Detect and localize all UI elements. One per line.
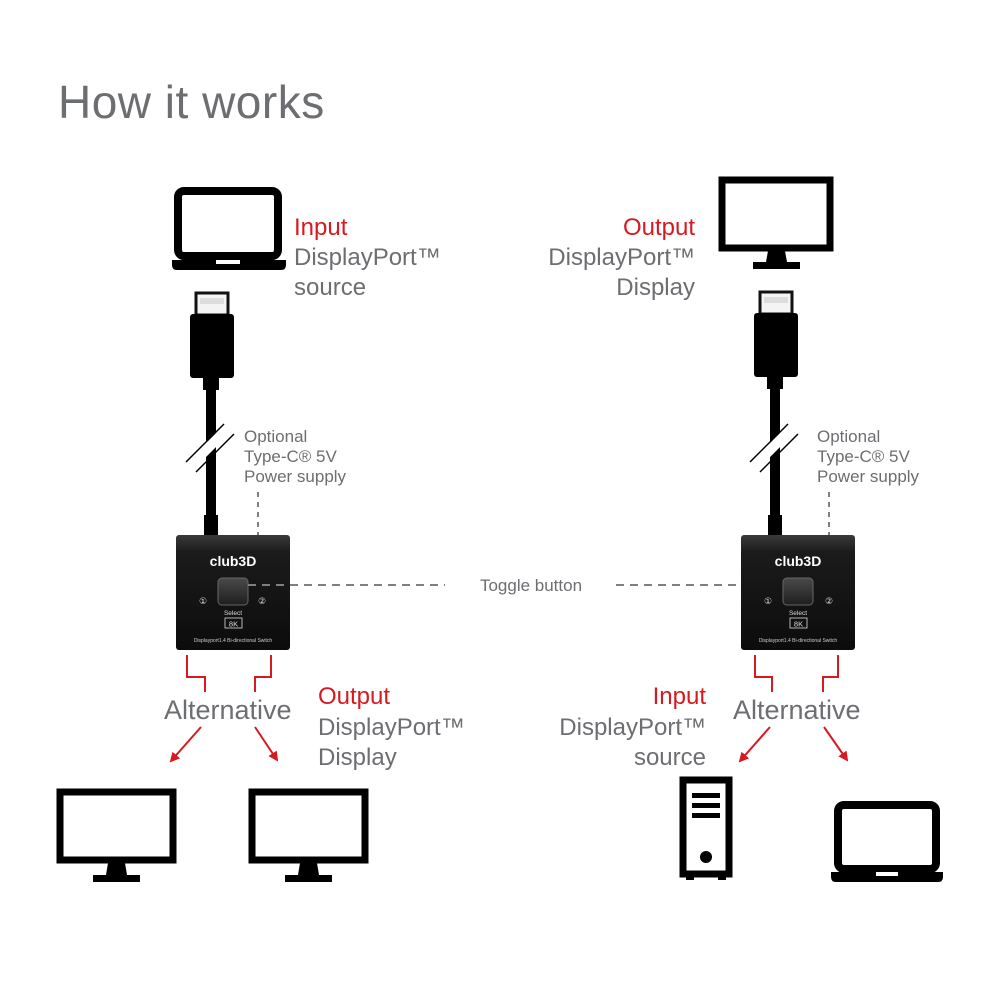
alternative-connectors <box>754 655 839 692</box>
select-label: Select <box>224 610 242 617</box>
switch-caption: Displayport1.4 Bi-directional Switch <box>194 638 273 644</box>
8k-badge <box>789 617 808 629</box>
port-1-label: ① <box>199 596 207 606</box>
arrow-right-down <box>823 726 849 762</box>
port-1-label: ① <box>764 596 772 606</box>
toggle-button-label: Toggle button <box>480 576 582 595</box>
displayport-label: DisplayPort™ <box>294 244 441 271</box>
toggle-button[interactable] <box>782 577 814 606</box>
power-note-line3: Power supply <box>244 467 347 486</box>
power-note-line1: Optional <box>817 427 880 446</box>
alternative-label: Alternative <box>164 695 292 725</box>
8k-badge <box>224 617 243 629</box>
arrow-left-down <box>738 726 771 763</box>
8k-badge-text: 8K <box>794 620 803 629</box>
power-note-line2: Type-C® 5V <box>817 447 910 466</box>
port-2-label: ② <box>258 596 266 606</box>
monitor-icon <box>248 788 369 882</box>
output-role-label: Output <box>318 683 390 710</box>
arrow-left-down <box>169 726 202 763</box>
display-label: Display <box>318 744 397 771</box>
toggle-button[interactable] <box>217 577 249 606</box>
port-2-label: ② <box>825 596 833 606</box>
desktop-tower-icon <box>679 776 733 880</box>
arrow-right-down <box>254 726 279 762</box>
page-title: How it works <box>58 76 325 128</box>
displayport-label: DisplayPort™ <box>559 714 706 741</box>
displayport-switch: club3D ① ② Select 8K Displayport1.4 Bi-d… <box>741 535 855 650</box>
select-label: Select <box>789 610 807 617</box>
switch-brand-logo: club3D <box>210 553 257 569</box>
power-note-line3: Power supply <box>817 467 920 486</box>
power-note-line2: Type-C® 5V <box>244 447 337 466</box>
monitor-icon <box>718 176 834 269</box>
displayport-connector <box>754 290 798 537</box>
laptop-icon <box>172 187 286 270</box>
alternative-label: Alternative <box>733 695 861 725</box>
displayport-switch: club3D ① ② Select 8K Displayport1.4 Bi-d… <box>176 535 290 650</box>
displayport-connector <box>190 291 234 537</box>
input-role-label: Input <box>294 214 348 241</box>
cable-break-mark <box>749 423 799 473</box>
monitor-icon <box>56 788 177 882</box>
display-label: Display <box>616 274 695 301</box>
laptop-icon <box>831 801 943 882</box>
displayport-label: DisplayPort™ <box>548 244 695 271</box>
input-role-label: Input <box>653 683 707 710</box>
output-role-label: Output <box>623 214 695 241</box>
8k-badge-text: 8K <box>229 620 238 629</box>
displayport-label: DisplayPort™ <box>318 714 465 741</box>
alternative-connectors <box>186 655 272 692</box>
power-note-line1: Optional <box>244 427 307 446</box>
switch-brand-logo: club3D <box>775 553 822 569</box>
source-label: source <box>634 744 706 771</box>
switch-caption: Displayport1.4 Bi-directional Switch <box>759 638 838 644</box>
cable-break-mark <box>185 423 235 473</box>
source-label: source <box>294 274 366 301</box>
